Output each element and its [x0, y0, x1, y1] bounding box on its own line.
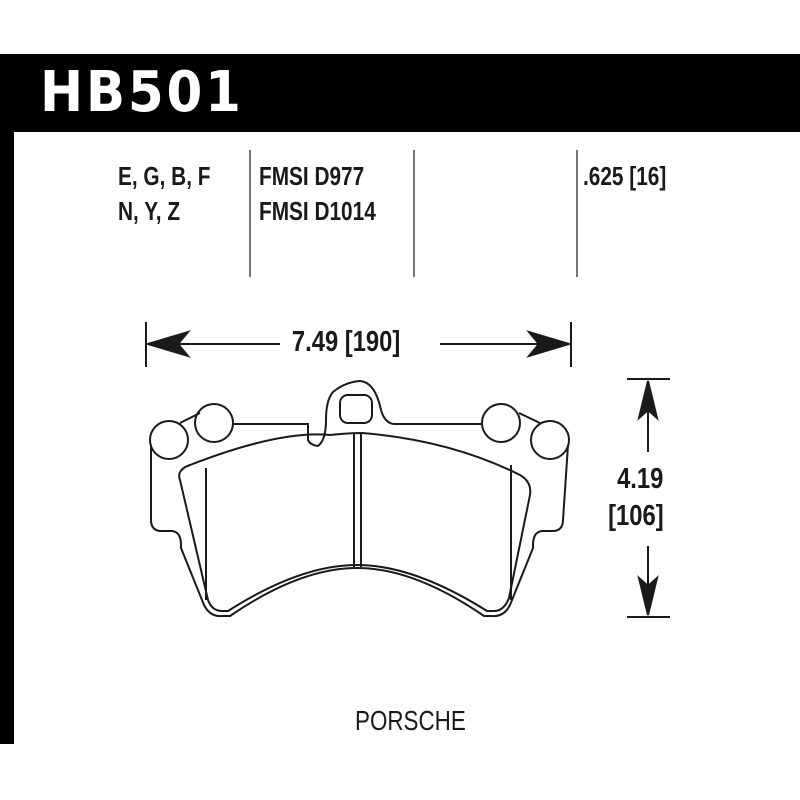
thickness-value: .625 [16]	[583, 161, 667, 191]
backing-plate-outline	[150, 379, 569, 618]
vehicle-make-label: PORSCHE	[355, 705, 466, 736]
part-number-title: HB501	[40, 60, 244, 125]
divider-2	[413, 150, 415, 277]
divider-1	[249, 150, 251, 277]
mounting-hole-left-inner	[194, 403, 234, 443]
compounds-line-1: E, G, B, F	[118, 161, 211, 191]
mounting-hole-left-outer	[149, 420, 189, 460]
height-dimension-arrow	[627, 378, 670, 618]
height-dimension-inches: 4.19	[617, 463, 664, 495]
width-dimension-label: 7.49 [190]	[291, 326, 401, 358]
compounds-line-2: N, Y, Z	[118, 196, 181, 226]
left-border-bar	[0, 54, 14, 744]
height-dimension-mm: [106]	[608, 500, 664, 532]
fmsi-line-1: FMSI D977	[259, 161, 365, 191]
divider-3	[576, 150, 578, 277]
header-bar	[0, 54, 800, 132]
fmsi-line-2: FMSI D1014	[259, 196, 376, 226]
mounting-hole-right-inner	[481, 403, 521, 443]
center-tab-hole	[339, 394, 373, 424]
friction-material-outline	[178, 431, 532, 612]
width-dimension-arrow	[144, 322, 573, 367]
mounting-hole-right-outer	[530, 420, 570, 460]
